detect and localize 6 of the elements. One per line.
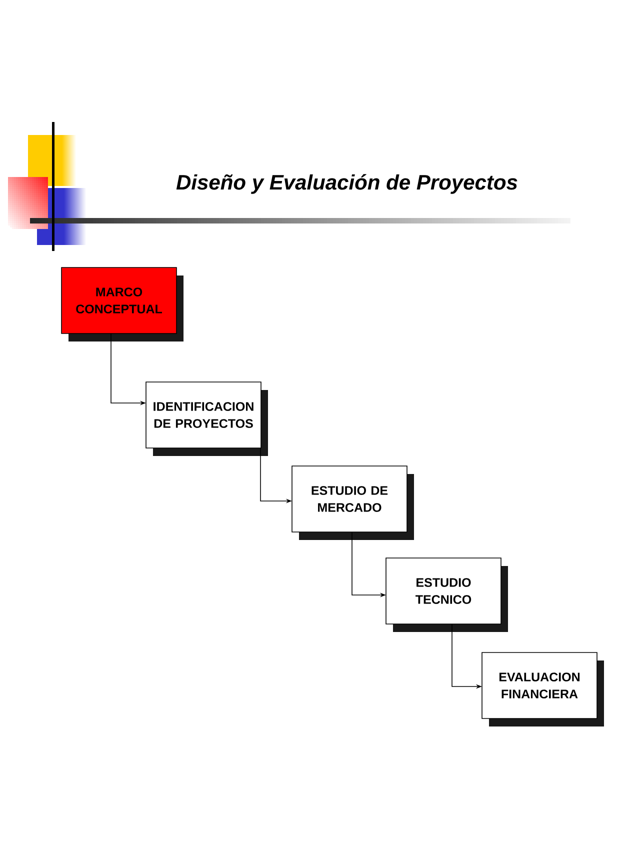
process-box: MARCO CONCEPTUAL (61, 267, 184, 342)
process-box: ESTUDIO TECNICO (386, 558, 508, 632)
title: Diseño y Evaluación de Proyectos (176, 174, 518, 194)
process-box: IDENTIFICACION DE PROYECTOS (146, 382, 268, 456)
process-box: ESTUDIO DE MERCADO (292, 466, 414, 540)
process-box: EVALUACION FINANCIERA (482, 652, 604, 726)
